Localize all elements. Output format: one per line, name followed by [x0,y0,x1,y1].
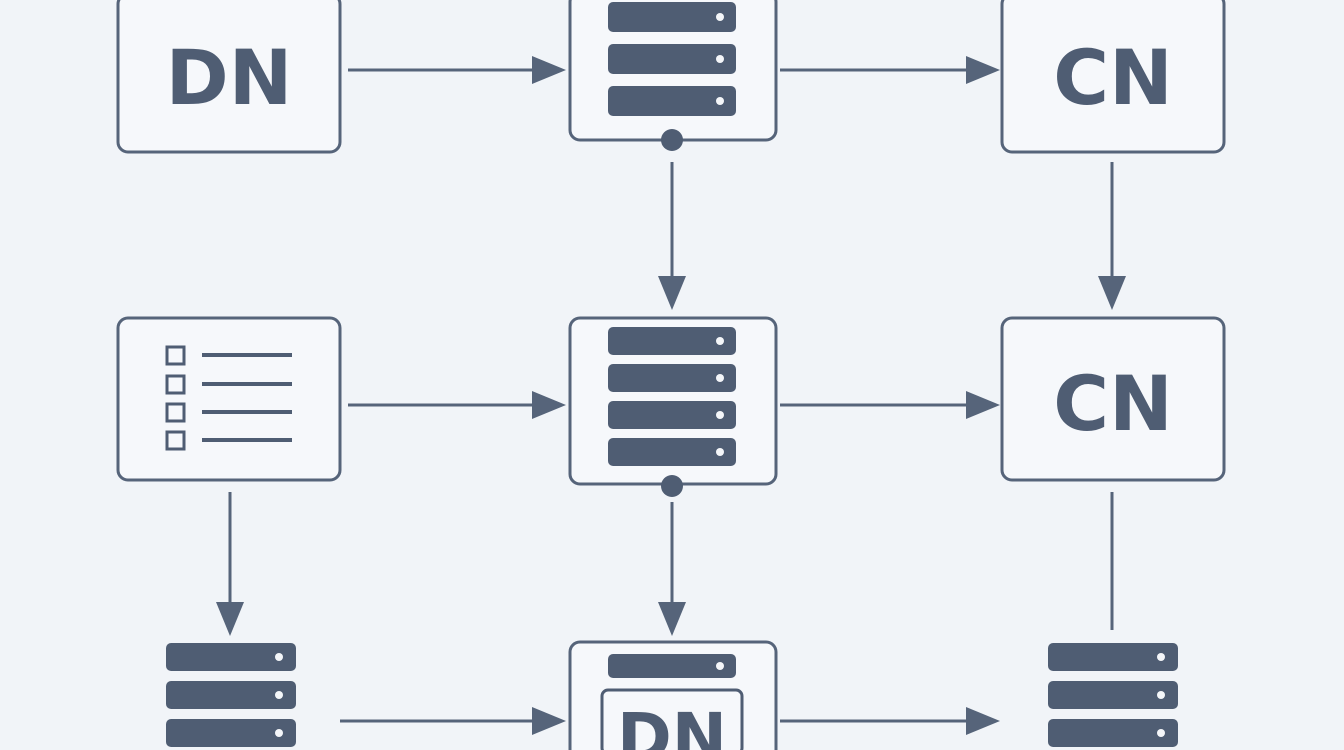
server-stack-bottom-right [1048,643,1178,747]
server-stack-icon [608,2,736,116]
connector-dot [661,129,683,151]
server-node-mid [568,316,778,497]
dn-node-top-label: DN [166,33,293,122]
connector-dot [661,475,683,497]
checklist-icon [165,345,292,451]
dn-node-bottom: DN [568,640,778,750]
server-stack-bottom-left [166,643,296,747]
server-stack-icon [608,654,736,678]
dn-node-bottom-label: DN [617,699,727,750]
dn-node-top: DN [116,0,342,154]
cn-node-top-label: CN [1053,33,1172,122]
cn-node-top: CN [1000,0,1226,154]
checklist-node [116,316,342,482]
cn-node-mid: CN [1000,316,1226,482]
cn-node-mid-label: CN [1053,359,1172,448]
server-stack-icon [608,327,736,466]
server-node-top [568,0,778,151]
